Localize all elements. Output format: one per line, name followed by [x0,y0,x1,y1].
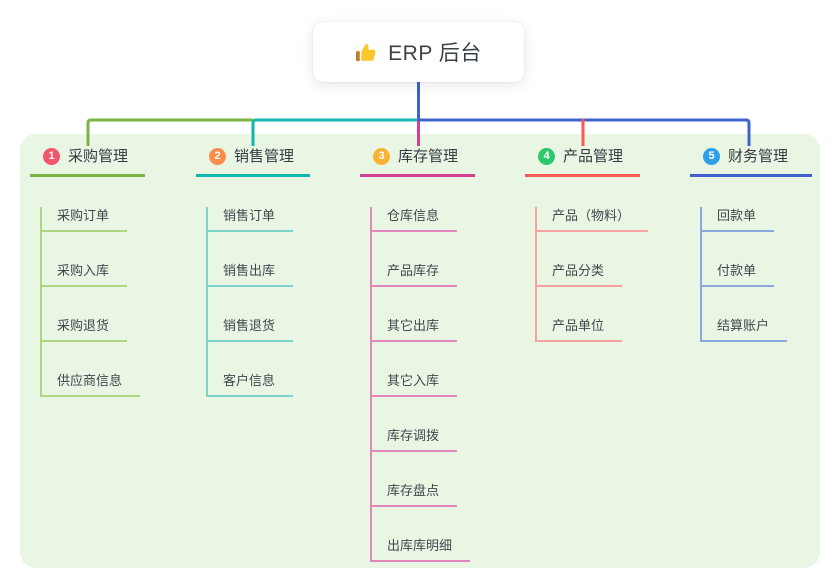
branches-panel [20,134,820,568]
branch-title-1[interactable]: 1 采购管理 [30,148,145,177]
branch-badge-1: 1 [43,148,60,165]
branch-badge-2: 2 [209,148,226,165]
branch-children-3: 仓库信息产品库存其它出库其它入库库存调拨库存盘点出库库明细 [370,207,475,562]
child-node[interactable]: 销售退货 [208,317,294,342]
child-node[interactable]: 回款单 [702,207,775,232]
thumbs-up-icon [356,43,376,61]
branch-label-3: 库存管理 [398,148,459,165]
branch-label-4: 产品管理 [563,148,624,165]
child-node[interactable]: 销售订单 [208,207,294,232]
child-node[interactable]: 采购入库 [42,262,128,287]
child-node[interactable]: 付款单 [702,262,775,287]
branch-title-5[interactable]: 5 财务管理 [690,148,812,177]
child-node[interactable]: 其它出库 [372,317,458,342]
branch-label-5: 财务管理 [728,148,789,165]
branch-children-2: 销售订单销售出库销售退货客户信息 [206,207,310,397]
child-node[interactable]: 产品库存 [372,262,458,287]
child-node[interactable]: 销售出库 [208,262,294,287]
child-node[interactable]: 库存调拨 [372,427,458,452]
branch-children-4: 产品（物料） 产品分类产品单位 [535,207,649,342]
branch-title-3[interactable]: 3 库存管理 [360,148,475,177]
branch-node-5: 5 财务管理 回款单付款单结算账户 [690,148,812,342]
child-node[interactable]: 产品（物料） [537,207,649,232]
child-node[interactable]: 结算账户 [702,317,788,342]
child-node[interactable]: 产品单位 [537,317,623,342]
child-node[interactable]: 客户信息 [208,372,294,397]
branch-badge-3: 3 [373,148,390,165]
child-node[interactable]: 供应商信息 [42,372,141,397]
child-node[interactable]: 库存盘点 [372,482,458,507]
root-node-label: ERP 后台 [388,42,482,65]
child-node[interactable]: 出库库明细 [372,537,471,562]
branch-title-4[interactable]: 4 产品管理 [525,148,640,177]
branch-node-2: 2 销售管理 销售订单销售出库销售退货客户信息 [196,148,310,397]
child-node[interactable]: 产品分类 [537,262,623,287]
branch-node-4: 4 产品管理 产品（物料） 产品分类产品单位 [525,148,649,342]
branch-node-3: 3 库存管理 仓库信息产品库存其它出库其它入库库存调拨库存盘点出库库明细 [360,148,475,562]
branch-badge-4: 4 [538,148,555,165]
child-node[interactable]: 仓库信息 [372,207,458,232]
branch-badge-5: 5 [703,148,720,165]
branch-label-1: 采购管理 [68,148,129,165]
branch-title-2[interactable]: 2 销售管理 [196,148,310,177]
branch-children-5: 回款单付款单结算账户 [700,207,812,342]
child-node[interactable]: 其它入库 [372,372,458,397]
branch-node-1: 1 采购管理 采购订单采购入库采购退货供应商信息 [30,148,145,397]
root-node[interactable]: ERP 后台 [313,22,524,82]
child-node[interactable]: 采购退货 [42,317,128,342]
branch-label-2: 销售管理 [234,148,295,165]
child-node[interactable]: 采购订单 [42,207,128,232]
branch-children-1: 采购订单采购入库采购退货供应商信息 [40,207,145,397]
